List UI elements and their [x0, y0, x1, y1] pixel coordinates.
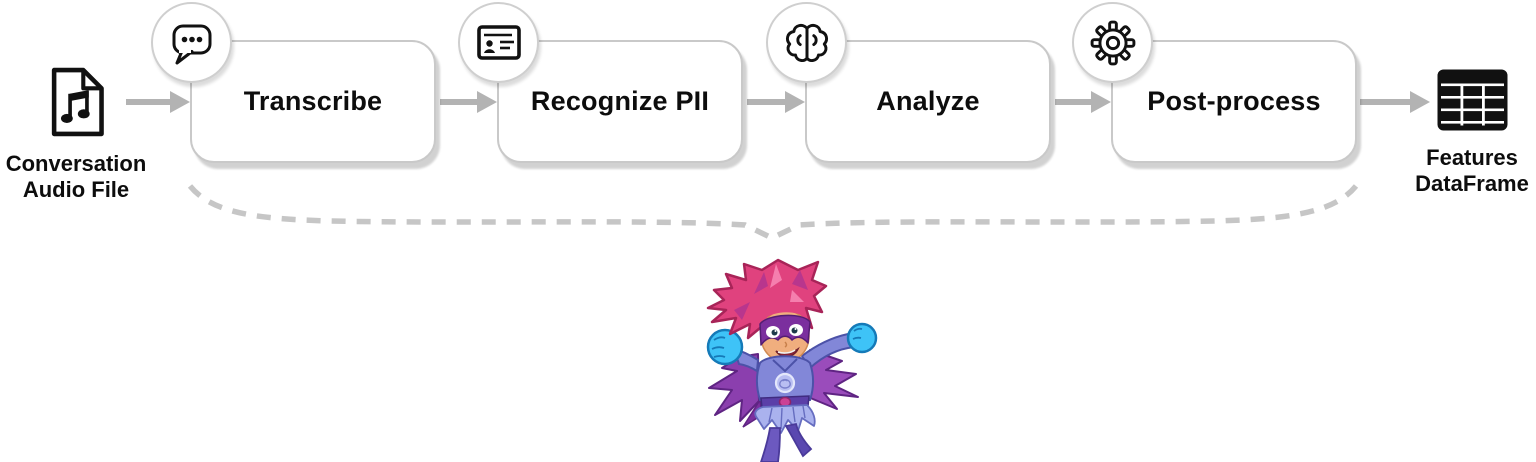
source-label-line2: Audio File — [22, 177, 130, 202]
stage-analyze: Analyze — [766, 2, 1051, 163]
stage-transcribe: Transcribe — [151, 2, 436, 163]
output-label-line1: Features — [1426, 145, 1518, 170]
stage-recognize-pii: Recognize PII — [458, 2, 743, 163]
source-endpoint: Conversation Audio File — [0, 66, 152, 203]
flow-arrow — [440, 91, 497, 113]
superhero-mascot — [706, 258, 878, 462]
source-label-line1: Conversation — [5, 151, 147, 176]
mascot-cape — [708, 349, 859, 428]
flow-arrow — [747, 91, 805, 113]
id-card-icon — [458, 2, 539, 83]
dashed-brace-connector — [187, 184, 1359, 242]
brain-icon — [766, 2, 847, 83]
mascot-face — [759, 308, 811, 363]
gear-icon — [1072, 2, 1153, 83]
dataframe-table-icon — [1436, 68, 1509, 132]
stage-label: Transcribe — [243, 86, 383, 116]
mascot-hair — [706, 258, 828, 340]
output-label-line2: DataFrame — [1415, 171, 1529, 196]
flow-arrows — [126, 91, 1430, 113]
source-label: Conversation Audio File — [0, 151, 152, 203]
mascot-suit — [756, 355, 814, 409]
speech-bubble-icon — [151, 2, 232, 83]
flow-arrow — [1360, 91, 1430, 113]
mascot-skirt — [754, 404, 816, 434]
stage-post-process: Post-process — [1072, 2, 1357, 163]
output-endpoint: Features DataFrame — [1394, 68, 1536, 197]
audio-file-icon — [45, 66, 107, 138]
flow-arrow — [126, 91, 190, 113]
stage-label: Recognize PII — [530, 86, 710, 116]
mascot-arms — [706, 322, 878, 373]
stage-label: Post-process — [1147, 86, 1321, 116]
output-label: Features DataFrame — [1394, 145, 1536, 197]
mascot-legs — [760, 422, 813, 462]
flow-arrow — [1055, 91, 1111, 113]
stage-label: Analyze — [876, 86, 980, 116]
